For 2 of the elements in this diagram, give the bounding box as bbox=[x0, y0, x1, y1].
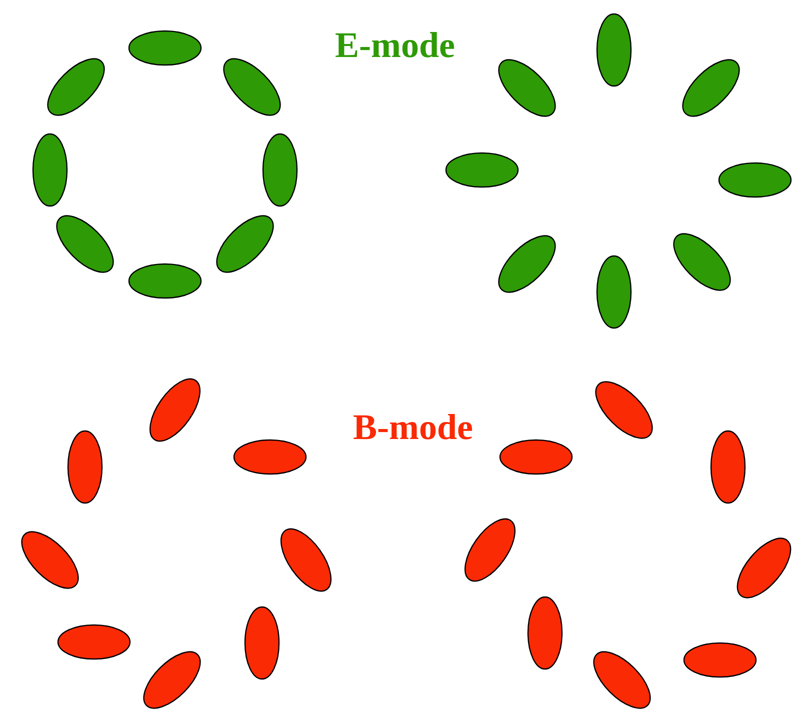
mode-label: B-mode bbox=[353, 406, 473, 448]
mode-label: E-mode bbox=[335, 24, 455, 66]
